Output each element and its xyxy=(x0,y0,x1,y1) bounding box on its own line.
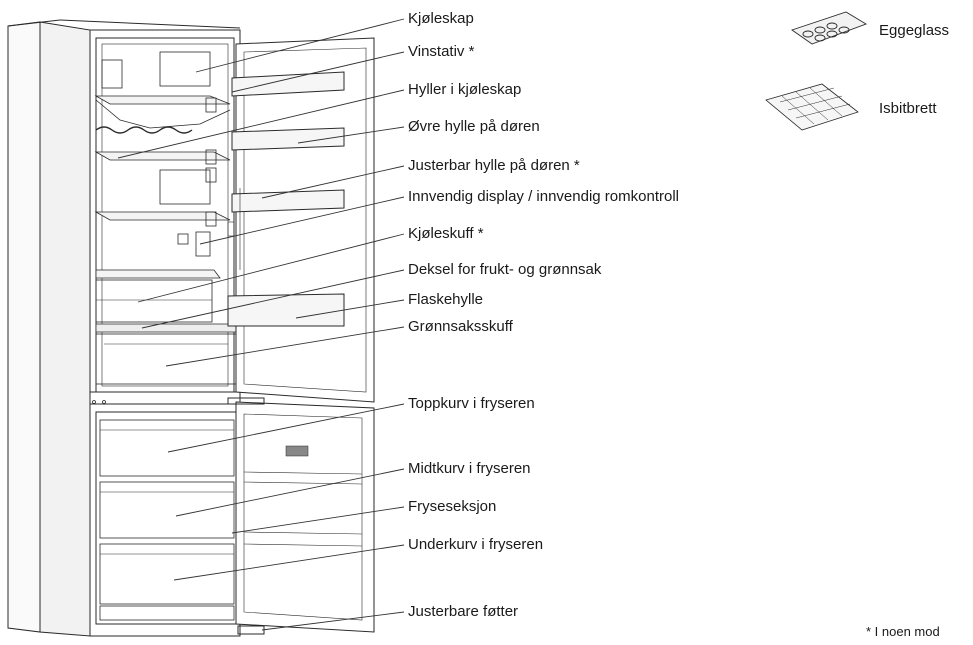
egg-tray-icon xyxy=(791,11,868,45)
label-toppkurv: Toppkurv i fryseren xyxy=(408,395,535,412)
label-midtkurv: Midtkurv i fryseren xyxy=(408,460,531,477)
label-flaskehylle: Flaskehylle xyxy=(408,291,484,308)
label-ovre-hylle: Øvre hylle på døren xyxy=(408,118,540,135)
label-fotter: Justerbare føtter xyxy=(408,603,519,620)
footnote: * I noen mod xyxy=(866,624,940,639)
freezer-door xyxy=(227,397,375,635)
label-hyller: Hyller i kjøleskap xyxy=(408,81,522,98)
label-display: Innvendig display / innvendig romkontrol… xyxy=(408,188,679,205)
label-kjoleskuff: Kjøleskuff * xyxy=(408,225,484,242)
leader-lines xyxy=(117,18,405,631)
label-deksel: Deksel for frukt- og grønnsak xyxy=(408,261,602,278)
fridge-door xyxy=(227,37,375,403)
cabinet xyxy=(7,19,241,637)
ice-cube-tray-icon xyxy=(765,83,859,131)
label-justerbar-hylle: Justerbar hylle på døren * xyxy=(408,157,580,174)
freezer-drawers xyxy=(92,400,235,621)
label-kjoleskap: Kjøleskap xyxy=(408,10,474,27)
label-underkurv: Underkurv i fryseren xyxy=(408,536,544,553)
label-fryseseksjon: Fryseseksjon xyxy=(408,498,497,515)
label-gronnsaksskuff: Grønnsaksskuff xyxy=(408,318,513,335)
label-isbitbrett: Isbitbrett xyxy=(879,100,937,117)
label-vinstativ: Vinstativ * xyxy=(408,43,475,60)
fridge-interior xyxy=(94,51,237,385)
label-eggeglass: Eggeglass xyxy=(879,22,950,39)
